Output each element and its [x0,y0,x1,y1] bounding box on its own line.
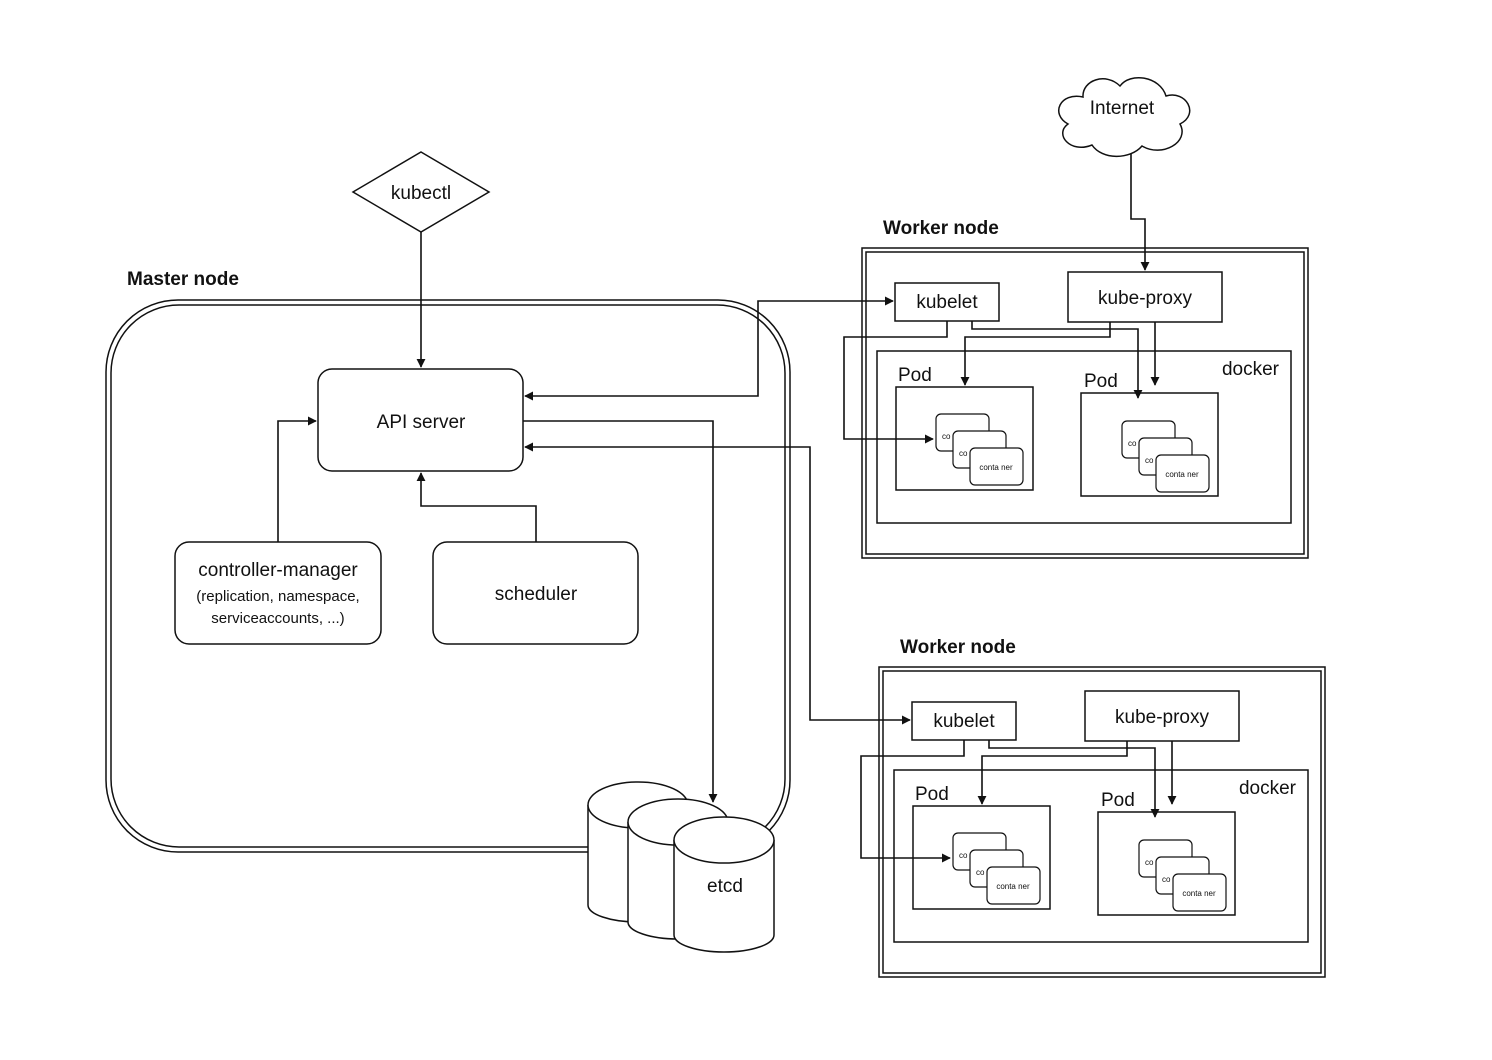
worker2-kubelet-to-pod2-arrow [988,740,1160,818]
container-box [1155,454,1210,493]
internet-label: Internet [1090,98,1155,119]
worker-2-pod-1-label: Pod [915,784,949,805]
container-label: co [1145,858,1154,867]
worker-2-pod-2-box[interactable] [1097,811,1236,916]
container-label: conta ner [996,882,1030,891]
worker-1-pod-2-box[interactable] [1080,392,1219,497]
internet-to-kube-proxy-arrow [1130,154,1150,271]
worker-node-1-frame [861,247,1309,559]
worker-1-pod-2-containers: co co conta ner [1121,420,1210,493]
worker-2-kubelet-box[interactable]: kubelet [911,701,1017,741]
container-box [1172,873,1227,912]
worker-1-pod-2-label: Pod [1084,371,1118,392]
master-node-title: Master node [127,269,239,290]
container-label: co [1162,875,1171,884]
container-label: co [959,449,968,458]
controller-to-api-arrow [277,416,317,542]
api-worker2-kubelet-arrow [524,442,911,725]
container-label: conta ner [1182,889,1216,898]
worker-node-2-frame [878,666,1326,978]
container-label: co [1128,439,1137,448]
worker-1-docker-box: docker [876,350,1292,524]
controller-manager-detail-2: serviceaccounts, ...) [211,610,344,627]
api-worker1-kubelet-arrow [524,296,894,401]
worker-2-pod-2-containers: co co conta ner [1138,839,1227,912]
worker-1-pod-1-containers: co co conta ner [935,413,1024,486]
worker-2-kube-proxy-label: kube-proxy [1115,707,1209,728]
api-server-label: API server [377,412,466,433]
worker-1-kubelet-label: kubelet [916,292,978,313]
etcd-store[interactable]: etcd [587,781,775,953]
container-label: co [959,851,968,860]
scheduler-box[interactable]: scheduler [432,541,639,645]
container-label: co [942,432,951,441]
container-box [986,866,1041,905]
worker-2-docker-label: docker [1239,778,1297,799]
worker-2-kubelet-label: kubelet [933,711,995,732]
connectors [277,154,1177,863]
etcd-label: etcd [707,876,743,897]
container-box [969,447,1024,486]
worker-2-docker-box: docker [893,769,1309,943]
kubectl-node[interactable]: kubectl [351,151,491,233]
worker-1-kube-proxy-box[interactable]: kube-proxy [1067,271,1223,323]
container-label: co [976,868,985,877]
worker-2-pod-1-containers: co co conta ner [952,832,1041,905]
worker-node-2-title: Worker node [900,637,1016,658]
container-label: conta ner [1165,470,1199,479]
worker-2-pod-2-label: Pod [1101,790,1135,811]
scheduler-label: scheduler [495,584,578,605]
worker-node-1-title: Worker node [883,218,999,239]
controller-manager-label: controller-manager [198,560,358,581]
internet-cloud[interactable]: Internet [1058,77,1191,158]
worker-1-kube-proxy-label: kube-proxy [1098,288,1192,309]
controller-manager-detail-1: (replication, namespace, [196,588,359,605]
worker1-kubelet-to-pod1-arrow [843,321,948,444]
worker-2-kube-proxy-box[interactable]: kube-proxy [1084,690,1240,742]
etcd-cylinder-3 [673,816,775,953]
api-server-box[interactable]: API server [317,368,524,472]
worker1-kubelet-to-pod2-arrow [971,321,1143,399]
scheduler-to-api-arrow [416,472,537,542]
container-label: conta ner [979,463,1013,472]
controller-manager-box[interactable]: controller-manager (replication, namespa… [174,541,382,645]
worker-1-pod-1-label: Pod [898,365,932,386]
container-label: co [1145,456,1154,465]
worker-1-docker-label: docker [1222,359,1280,380]
worker2-kubelet-to-pod1-arrow [860,740,965,863]
kubectl-label: kubectl [391,183,451,204]
worker-1-kubelet-box[interactable]: kubelet [894,282,1000,322]
